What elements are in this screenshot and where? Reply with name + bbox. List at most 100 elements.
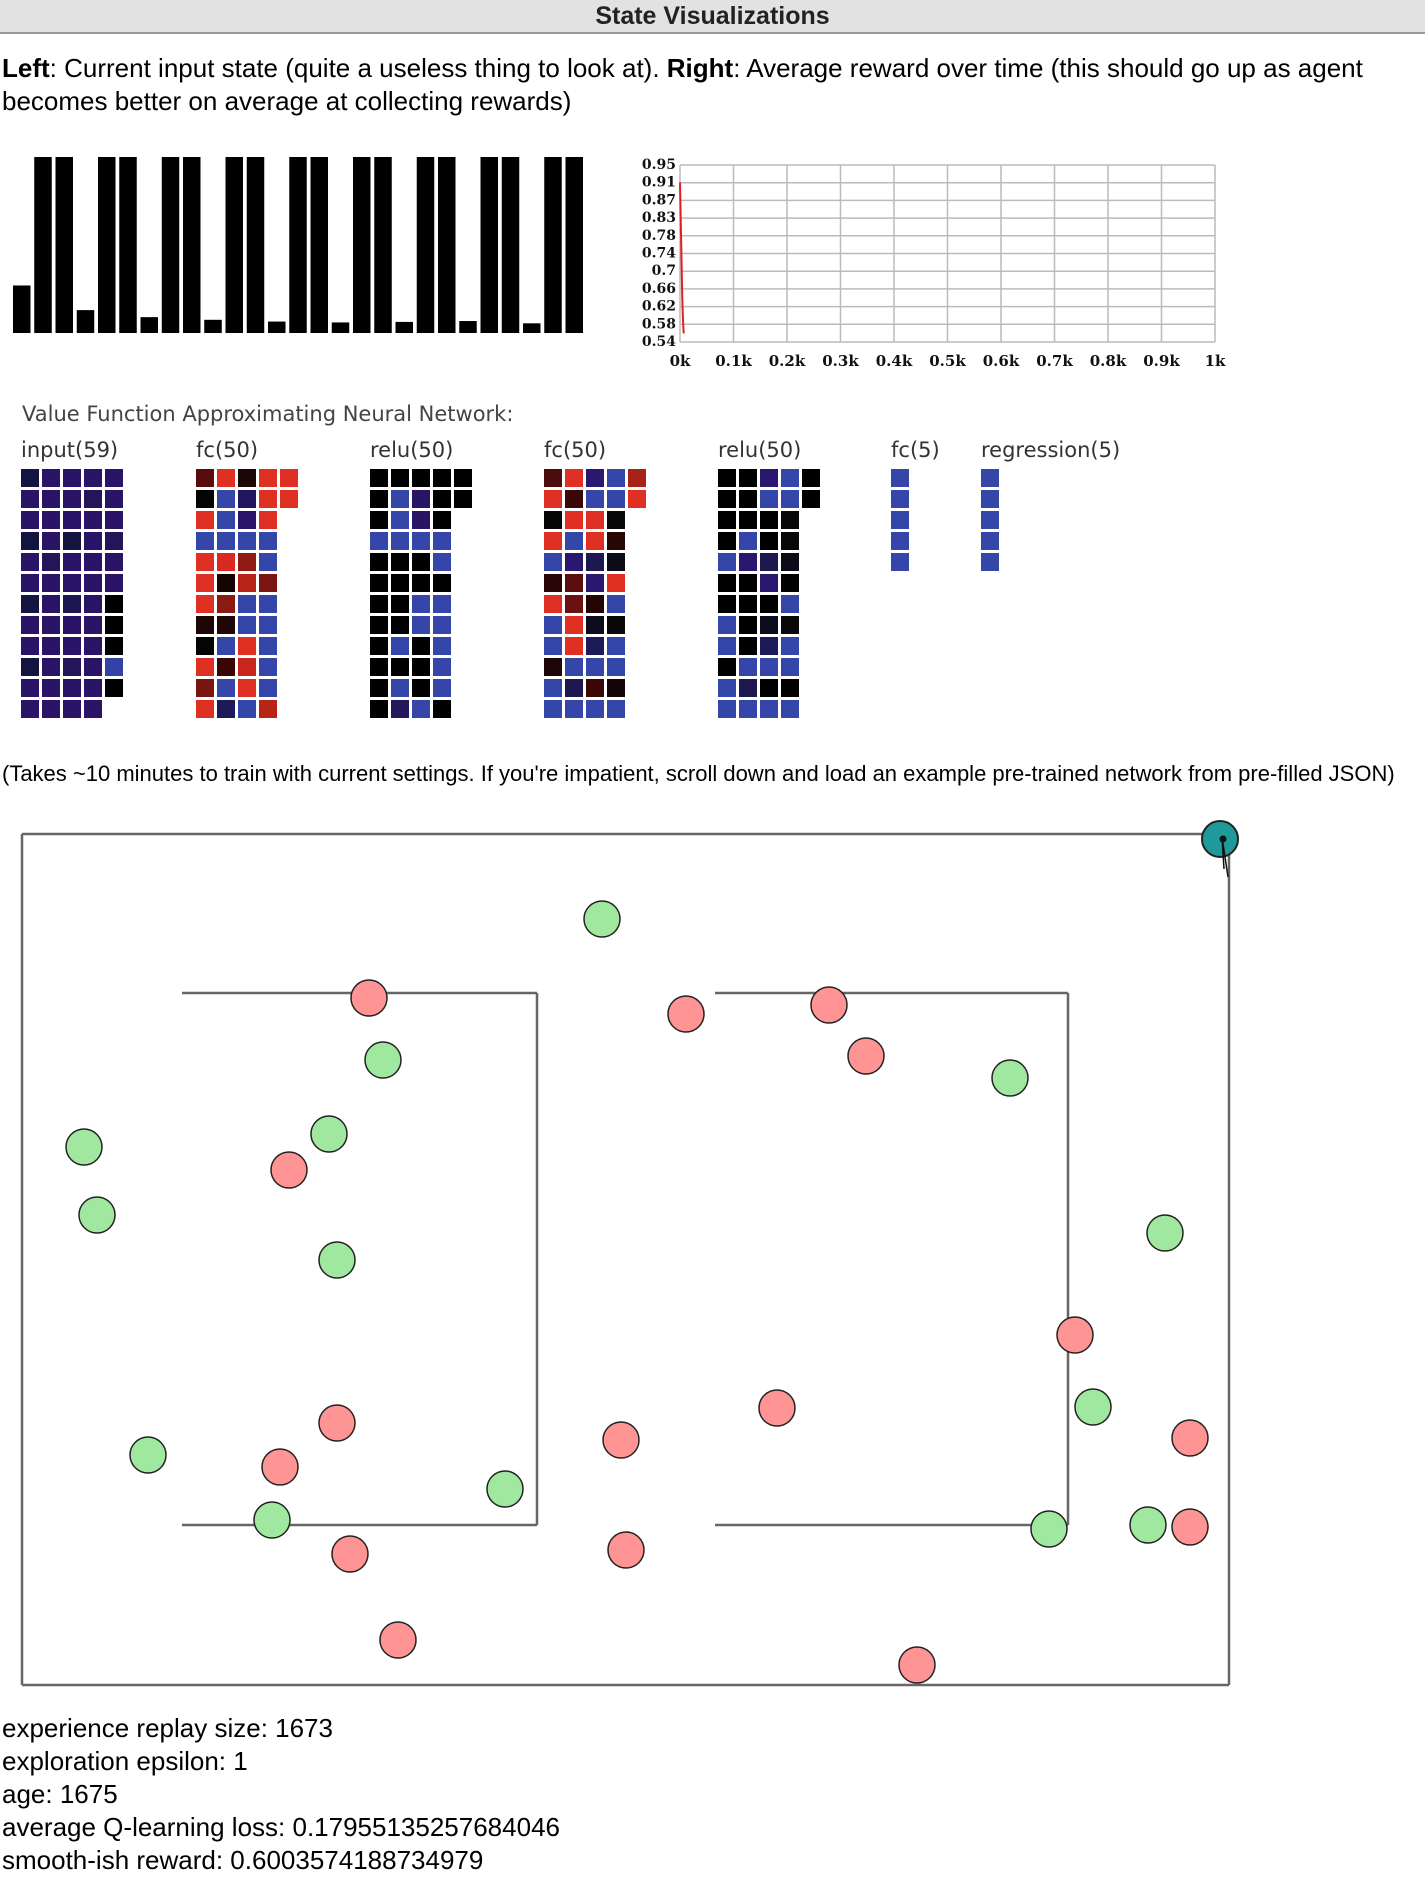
y-tick-label: 0.58 [642, 316, 676, 332]
neuron-cell [433, 490, 451, 508]
simulation-canvas [20, 820, 1239, 1687]
input-bar [544, 157, 562, 333]
neuron-cell [891, 490, 909, 508]
y-tick-label: 0.54 [642, 334, 676, 350]
neuron-cell [21, 490, 39, 508]
neuron-cell [370, 637, 388, 655]
neuron-cell [196, 637, 214, 655]
neuron-cell [196, 616, 214, 634]
input-bar [161, 157, 180, 333]
input-bar [268, 321, 286, 333]
neuron-cell [105, 616, 123, 634]
neuron-cell [42, 469, 60, 487]
neuron-cell [433, 595, 451, 613]
neuron-cell [586, 637, 604, 655]
good-item [310, 1115, 348, 1153]
neuron-cell [544, 658, 562, 676]
neuron-cell [21, 595, 39, 613]
good-item [991, 1059, 1029, 1097]
training-note: (Takes ~10 minutes to train with current… [2, 761, 1395, 786]
neuron-cell [391, 511, 409, 529]
layer-label: regression(5) [981, 438, 1121, 462]
neuron-cell [391, 574, 409, 592]
neuron-cell [586, 490, 604, 508]
neuron-cell [238, 700, 256, 718]
neuron-cell [105, 679, 123, 697]
neuron-cell [718, 553, 736, 571]
neuron-cell [63, 490, 81, 508]
neuron-cell [259, 637, 277, 655]
neuron-cell [433, 532, 451, 550]
neuron-cell [259, 658, 277, 676]
neuron-cell [607, 658, 625, 676]
x-tick-label: 0.1k [715, 352, 752, 370]
bad-item [898, 1646, 936, 1684]
neuron-cell [217, 700, 235, 718]
neuron-cell [544, 511, 562, 529]
neuron-cell [63, 469, 81, 487]
neuron-cell [433, 553, 451, 571]
neuron-cell [196, 511, 214, 529]
neuron-cell [63, 700, 81, 718]
neuron-cell [217, 574, 235, 592]
neuron-cell [21, 553, 39, 571]
input-bar [34, 157, 52, 333]
neuron-cell [238, 511, 256, 529]
input-bar [183, 157, 201, 333]
input-bar [374, 157, 392, 333]
layer-label: input(59) [21, 438, 119, 462]
neuron-cell [84, 532, 102, 550]
good-item [486, 1470, 524, 1508]
good-item [65, 1128, 103, 1166]
neuron-cell [739, 553, 757, 571]
reward-line [679, 182, 685, 334]
neuron-cell [42, 637, 60, 655]
neuron-cell [433, 574, 451, 592]
neuron-cell [238, 574, 256, 592]
neuron-cell [586, 511, 604, 529]
layer-label: relu(50) [718, 438, 802, 462]
neuron-cell [21, 616, 39, 634]
neuron-cell [628, 490, 646, 508]
bad-item [602, 1421, 640, 1459]
neuron-cell [370, 490, 388, 508]
neuron-cell [280, 469, 298, 487]
layer-label: relu(50) [370, 438, 454, 462]
left-text: : Current input state (quite a useless t… [49, 53, 667, 83]
x-tick-label: 0.3k [822, 352, 859, 370]
neuron-cell [280, 490, 298, 508]
neuron-cell [196, 469, 214, 487]
neuron-cell [259, 511, 277, 529]
neuron-cell [259, 595, 277, 613]
neuron-cell [412, 658, 430, 676]
neuron-cell [781, 469, 799, 487]
input-bar [204, 319, 222, 333]
bad-item [261, 1448, 299, 1486]
neuron-cell [412, 553, 430, 571]
neuron-cell [739, 679, 757, 697]
neuron-cell [217, 679, 235, 697]
x-tick-label: 0.5k [929, 352, 966, 370]
neuron-cell [718, 574, 736, 592]
neuron-cell [84, 511, 102, 529]
neuron-cell [84, 679, 102, 697]
neuron-cell [238, 658, 256, 676]
input-bar [438, 157, 456, 333]
neuron-cell [544, 616, 562, 634]
layer-label: fc(5) [891, 438, 940, 462]
neuron-cell [370, 532, 388, 550]
neuron-cell [105, 511, 123, 529]
input-bar [13, 285, 31, 333]
neuron-cell [981, 532, 999, 550]
neuron-cell [454, 490, 472, 508]
neuron-cell [718, 469, 736, 487]
neuron-cell [412, 490, 430, 508]
neuron-cell [84, 490, 102, 508]
layer-label: fc(50) [544, 438, 607, 462]
neuron-cell [718, 490, 736, 508]
neuron-cell [718, 595, 736, 613]
neuron-cell [544, 490, 562, 508]
x-tick-label: 0.8k [1090, 352, 1127, 370]
neuron-cell [802, 490, 820, 508]
good-item [78, 1196, 116, 1234]
